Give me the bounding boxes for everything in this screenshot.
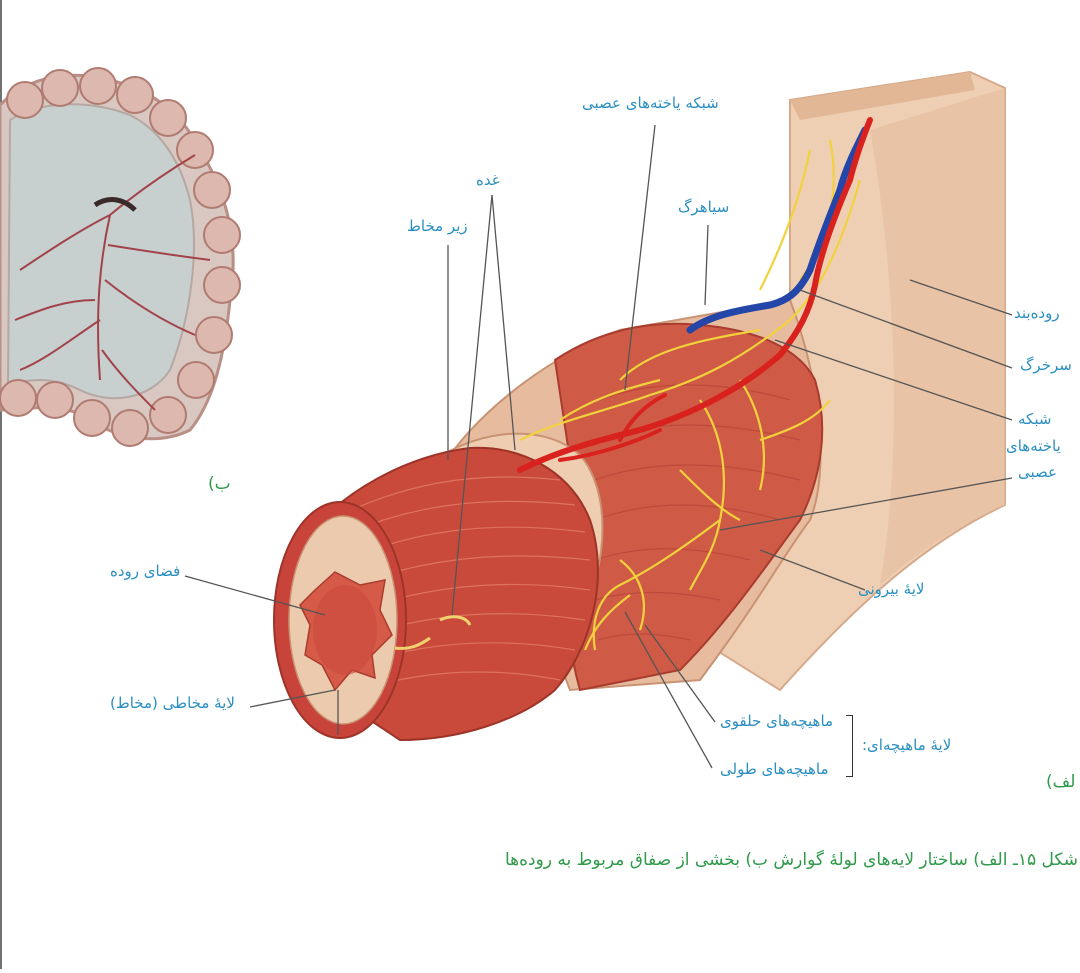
label-longitudinal-muscle: ماهیچه‌های طولی (720, 760, 829, 778)
label-vein: سیاهرگ (678, 198, 730, 216)
label-mesentery: روده‌بند (1014, 304, 1060, 322)
nerve-network (519, 139, 862, 651)
label-outer-layer: لایهٔ بیرونی (858, 580, 925, 598)
artery-vessel (517, 117, 873, 473)
part-a-marker: لف) (1046, 772, 1076, 792)
label-nerve-network-right-3: عصبی (1018, 463, 1057, 481)
label-nerve-network-right-1: شبکه (1018, 410, 1052, 428)
label-nerve-network-right-2: یاخته‌های (1006, 437, 1061, 455)
label-lumen: فضای روده (110, 562, 181, 580)
figure-caption: شکل ۱۵ـ الف) ساختار لایه‌های لولهٔ گوارش… (504, 850, 1078, 870)
muscle-layer-bracket (846, 715, 853, 777)
mesentery-illustration (0, 67, 241, 447)
label-nerve-network-top: شبکه یاخته‌های عصبی (582, 94, 719, 112)
label-gland: غده (476, 171, 500, 189)
gi-tract-illustration (273, 70, 1006, 742)
label-muscle-layer: لایهٔ ماهیچه‌ای: (862, 736, 952, 754)
label-mucosa: لایهٔ مخاطی (مخاط) (110, 694, 235, 712)
label-circular-muscle: ماهیچه‌های حلقوی (720, 712, 834, 730)
leader-lines (184, 124, 1013, 769)
label-submucosa: زیر مخاط (407, 217, 468, 235)
vein-vessel (686, 126, 869, 334)
label-artery: سرخرگ (1020, 356, 1072, 374)
part-b-marker: ب) (208, 474, 231, 494)
